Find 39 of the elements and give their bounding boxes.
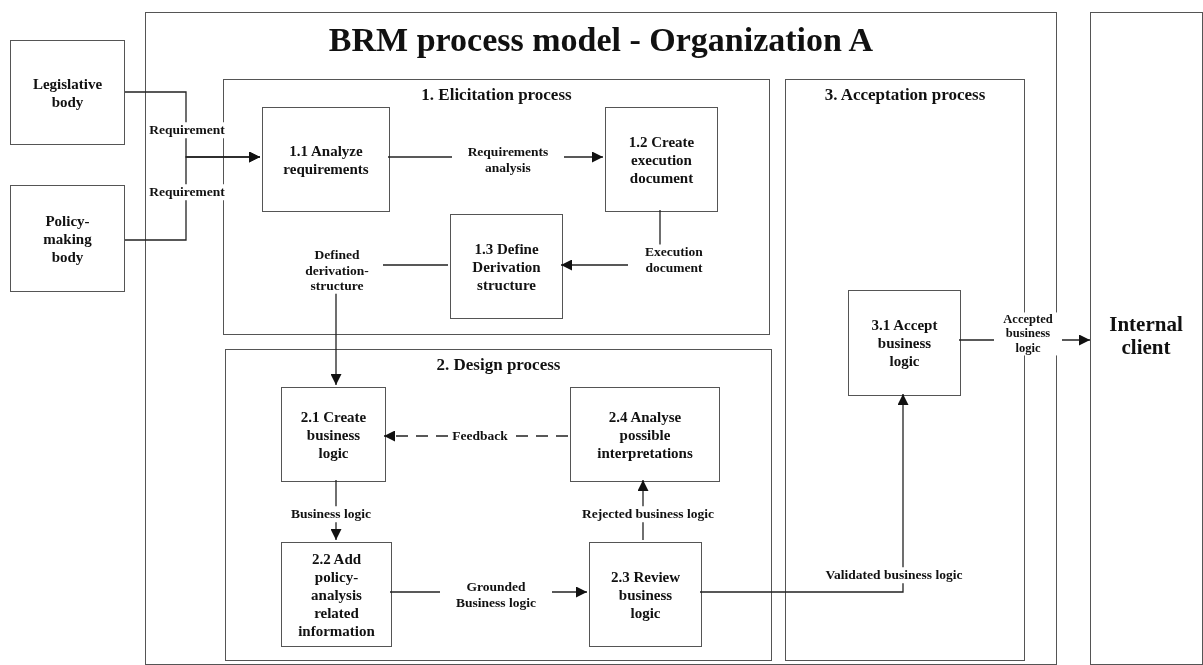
- edge-label: Requirements analysis: [452, 144, 564, 176]
- process-label: 3.1 Accept business logic: [870, 316, 939, 370]
- edge-label: Requirement: [148, 184, 226, 200]
- organization-frame: [145, 12, 1057, 665]
- group-heading: Internal client: [1108, 313, 1184, 360]
- edge-label: Accepted business logic: [994, 312, 1062, 356]
- group-heading: 1. Elicitation process: [420, 86, 573, 105]
- arrow: [699, 393, 909, 593]
- process-label: 2.4 Analyse possible interpretations: [596, 407, 694, 462]
- process-box: [589, 542, 702, 647]
- process-label: 2.1 Create business logic: [299, 407, 368, 462]
- external-party-box: [1090, 12, 1203, 665]
- process-box: [281, 387, 386, 482]
- edge-label: Grounded Business logic: [440, 579, 552, 611]
- process-label: 1.3 Define Derivation structure: [471, 239, 542, 294]
- arrow: [124, 151, 261, 241]
- actor-box: [10, 185, 125, 292]
- edge-label: Business logic: [290, 506, 372, 522]
- process-group-box: [223, 79, 770, 335]
- process-label: 1.2 Create execution document: [627, 132, 696, 187]
- process-box: [450, 214, 563, 319]
- process-group-box: [225, 349, 772, 661]
- process-label: 2.3 Review business logic: [609, 567, 682, 622]
- process-box: [605, 107, 718, 212]
- group-heading: 3. Acceptation process: [823, 86, 987, 105]
- group-heading: 2. Design process: [435, 356, 562, 375]
- edge-label: Requirement: [148, 122, 226, 138]
- process-label: 2.2 Add policy-analysis related information: [297, 549, 376, 640]
- process-box: [570, 387, 720, 482]
- process-label: Policy-making body: [42, 211, 93, 266]
- process-label: 1.1 Analyze requirements: [282, 141, 370, 178]
- group-heading: BRM process model - Organization A: [327, 21, 875, 59]
- process-label: Legislative body: [31, 74, 104, 111]
- process-box: [262, 107, 390, 212]
- edge-label: Validated business logic: [824, 567, 964, 583]
- actor-box: [10, 40, 125, 145]
- edge-label: Rejected business logic: [581, 506, 715, 522]
- process-box: [848, 290, 961, 396]
- process-box: [281, 542, 392, 647]
